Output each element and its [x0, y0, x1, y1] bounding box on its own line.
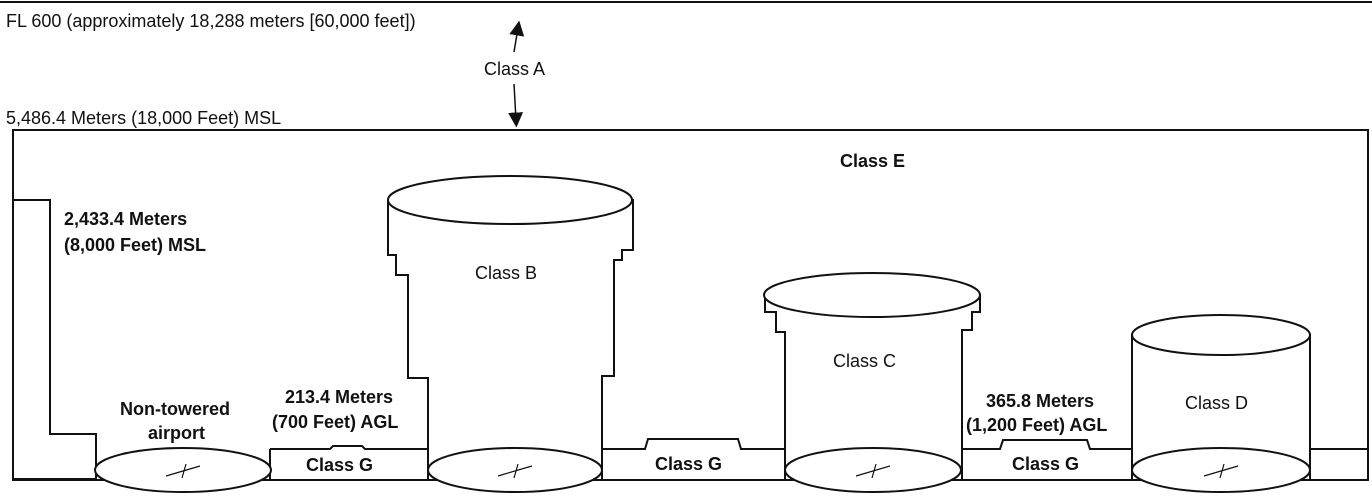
class-b-top-ellipse: [387, 175, 633, 225]
class-g-label-2: Class G: [655, 454, 722, 474]
runway-symbol-class-d: [1203, 463, 1239, 479]
runway-symbol-non-towered: [165, 463, 201, 479]
agl-700-label-line2: (700 Feet) AGL: [272, 412, 398, 432]
non-towered-label-line1: Non-towered: [120, 399, 230, 419]
airport-ellipse-class-b: [427, 447, 603, 493]
class-c-top-ellipse: [763, 272, 981, 318]
class-e-label: Class E: [840, 151, 905, 171]
runway-symbol-class-b: [497, 463, 533, 479]
class-d-label: Class D: [1185, 393, 1248, 413]
airport-ellipse-class-d: [1131, 447, 1311, 493]
non-towered-label-line2: airport: [148, 423, 205, 443]
class-a-arrow-up: [509, 20, 525, 53]
agl-700-label-line1: 213.4 Meters: [285, 387, 393, 407]
msl-8000-label-line1: 2,433.4 Meters: [64, 209, 187, 229]
airport-ellipse-class-c: [784, 447, 962, 493]
class-c-label: Class C: [833, 351, 896, 371]
msl-18000-label: 5,486.4 Meters (18,000 Feet) MSL: [6, 108, 281, 128]
class-g-label-3: Class G: [1012, 454, 1079, 474]
class-b-label: Class B: [475, 263, 537, 283]
msl-8000-label-line2: (8,000 Feet) MSL: [64, 235, 206, 255]
class-a-label: Class A: [484, 59, 545, 79]
class-a-arrow-down: [508, 83, 524, 128]
class-b-shape: [387, 199, 634, 471]
runway-symbol-class-c: [855, 463, 891, 479]
class-c-shape: [764, 294, 981, 471]
non-towered-airport-area: [12, 199, 97, 480]
fl600-label: FL 600 (approximately 18,288 meters [60,…: [6, 11, 416, 31]
airport-ellipse-non-towered: [94, 447, 272, 493]
agl-1200-label-line1: 365.8 Meters: [986, 391, 1094, 411]
agl-1200-label-line2: (1,200 Feet) AGL: [966, 415, 1107, 435]
class-d-top-ellipse: [1131, 314, 1311, 356]
class-g-label-1: Class G: [306, 455, 373, 475]
